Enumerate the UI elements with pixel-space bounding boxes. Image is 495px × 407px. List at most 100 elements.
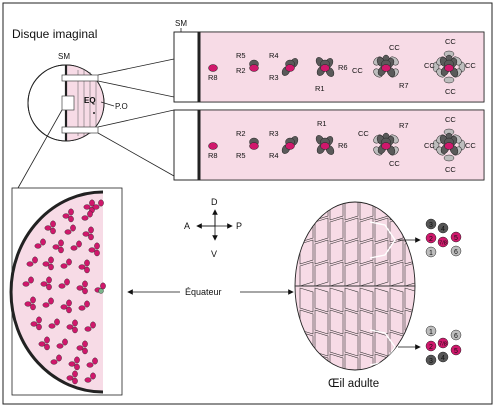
disc-eq-label: EQ bbox=[84, 96, 96, 105]
bottom-panel-labels: R8 R2 R5 R3 R4 R1 R6 CC R7 CC CC CC CC C… bbox=[208, 115, 476, 174]
bottom-label-r2: R2 bbox=[236, 129, 246, 138]
omm-upper-5: 5 bbox=[454, 235, 458, 242]
omm-upper-1: 1 bbox=[429, 250, 433, 257]
adult-eye bbox=[294, 201, 416, 371]
omm-dot-n5 bbox=[450, 231, 462, 243]
axis-d-label: D bbox=[211, 197, 218, 207]
ommatidium-upper: 3 4 2 7/8 5 1 6 bbox=[425, 218, 462, 258]
detail-cluster bbox=[50, 354, 62, 365]
detail-cluster bbox=[76, 340, 88, 355]
omm-lower-1: 1 bbox=[429, 329, 433, 336]
top-label-cc2: CC bbox=[352, 66, 363, 75]
bottom-label-cc2: CC bbox=[389, 159, 400, 168]
bottom-cluster-r2-r5-r3-r4 bbox=[281, 136, 299, 154]
bottom-label-r8: R8 bbox=[208, 151, 218, 160]
omm-lower-78: 7/8 bbox=[439, 342, 447, 348]
detail-cluster bbox=[64, 224, 76, 235]
top-cluster-cone-cells bbox=[432, 50, 466, 84]
equator-marker bbox=[98, 288, 104, 294]
detail-cluster bbox=[30, 316, 42, 331]
omm-dot-n6 bbox=[450, 329, 462, 341]
bottom-label-r1: R1 bbox=[317, 119, 327, 128]
bottom-label-r7: R7 bbox=[399, 121, 409, 130]
top-cluster-r2-r5-r3-r4 bbox=[281, 58, 299, 76]
top-label-r6: R6 bbox=[338, 63, 348, 72]
detail-cluster bbox=[60, 258, 72, 269]
omm-lower-3: 3 bbox=[429, 358, 433, 365]
detail-cluster bbox=[62, 208, 74, 223]
detail-cluster bbox=[76, 280, 88, 295]
top-label-cc1: CC bbox=[389, 43, 400, 52]
omm-upper-6: 6 bbox=[454, 249, 458, 256]
omm-upper-78: 7/8 bbox=[439, 241, 447, 247]
detail-cluster bbox=[78, 300, 90, 311]
bottom-label-r4: R4 bbox=[269, 151, 279, 160]
omm-dot-n2 bbox=[425, 232, 437, 244]
axis-v-label: V bbox=[211, 249, 217, 259]
detail-cluster bbox=[42, 256, 54, 271]
top-label-r3: R3 bbox=[269, 73, 279, 82]
axis-p-label: P bbox=[236, 221, 242, 231]
top-label-cc3: CC bbox=[445, 37, 456, 46]
bottom-panel bbox=[173, 109, 485, 181]
cluster-layer bbox=[208, 50, 466, 162]
top-cluster-r8 bbox=[208, 64, 218, 72]
top-label-cc4: CC bbox=[424, 61, 435, 70]
detail-cluster bbox=[24, 296, 36, 311]
omm-lower-2: 2 bbox=[429, 344, 433, 351]
bottom-cluster-r7 bbox=[373, 132, 399, 156]
disc-po-label: P.O bbox=[115, 102, 128, 111]
po-leader bbox=[100, 101, 115, 107]
omm-dot-n4 bbox=[437, 351, 449, 363]
bottom-label-cc4: CC bbox=[424, 141, 435, 150]
detail-cluster bbox=[56, 338, 68, 349]
omm-lower-4: 4 bbox=[441, 355, 445, 362]
top-cluster-r7 bbox=[373, 54, 399, 78]
disc-detail-panel bbox=[9, 187, 123, 396]
bottom-label-cc6: CC bbox=[445, 165, 456, 174]
bottom-label-cc1: CC bbox=[358, 129, 369, 138]
omm-upper-3: 3 bbox=[429, 222, 433, 229]
detail-cluster bbox=[42, 297, 54, 308]
top-panel-labels: R8 R5 R2 R4 R3 R6 R1 CC CC R7 CC CC CC C… bbox=[208, 37, 476, 96]
bottom-cluster-r8 bbox=[208, 142, 218, 150]
bottom-label-r5: R5 bbox=[236, 151, 246, 160]
omm-dot-n78 bbox=[437, 236, 449, 248]
top-label-cc5: CC bbox=[465, 61, 476, 70]
bottom-label-cc5: CC bbox=[465, 141, 476, 150]
detail-cluster bbox=[52, 239, 64, 254]
top-label-r1: R1 bbox=[315, 84, 325, 93]
omm-dot-n5 bbox=[450, 344, 462, 356]
ommatidium-lower: 1 6 2 7/8 5 3 4 bbox=[425, 325, 462, 366]
detail-cluster bbox=[78, 259, 90, 274]
detail-cluster bbox=[66, 370, 78, 385]
detail-cluster-layer bbox=[22, 199, 106, 385]
bottom-label-cc3: CC bbox=[445, 115, 456, 124]
disc-sm-label: SM bbox=[58, 52, 70, 61]
detail-cluster bbox=[26, 256, 38, 267]
omm-dot-n4 bbox=[437, 222, 449, 234]
disc-title: Disque imaginal bbox=[12, 27, 97, 41]
bottom-label-r6: R6 bbox=[338, 141, 348, 150]
detail-cluster bbox=[81, 210, 93, 221]
detail-cluster bbox=[22, 276, 34, 287]
detail-cluster bbox=[84, 372, 96, 383]
omm-dot-n1 bbox=[425, 325, 437, 337]
detail-cluster bbox=[82, 226, 94, 241]
zoom-connectors bbox=[17, 58, 175, 189]
detail-cluster bbox=[34, 238, 46, 249]
top-label-r4: R4 bbox=[269, 51, 279, 60]
detail-cluster bbox=[86, 357, 98, 368]
bottom-cluster-r8-r2-r5 bbox=[249, 137, 259, 150]
omm-dot-n1 bbox=[425, 246, 437, 258]
omm-dot-n2 bbox=[425, 340, 437, 352]
top-label-r7: R7 bbox=[399, 81, 409, 90]
detail-cluster bbox=[44, 220, 56, 235]
detail-cluster bbox=[60, 299, 72, 314]
panel-sm-label: SM bbox=[175, 19, 187, 28]
detail-cluster bbox=[38, 336, 50, 351]
omm-upper-4: 4 bbox=[441, 226, 445, 233]
